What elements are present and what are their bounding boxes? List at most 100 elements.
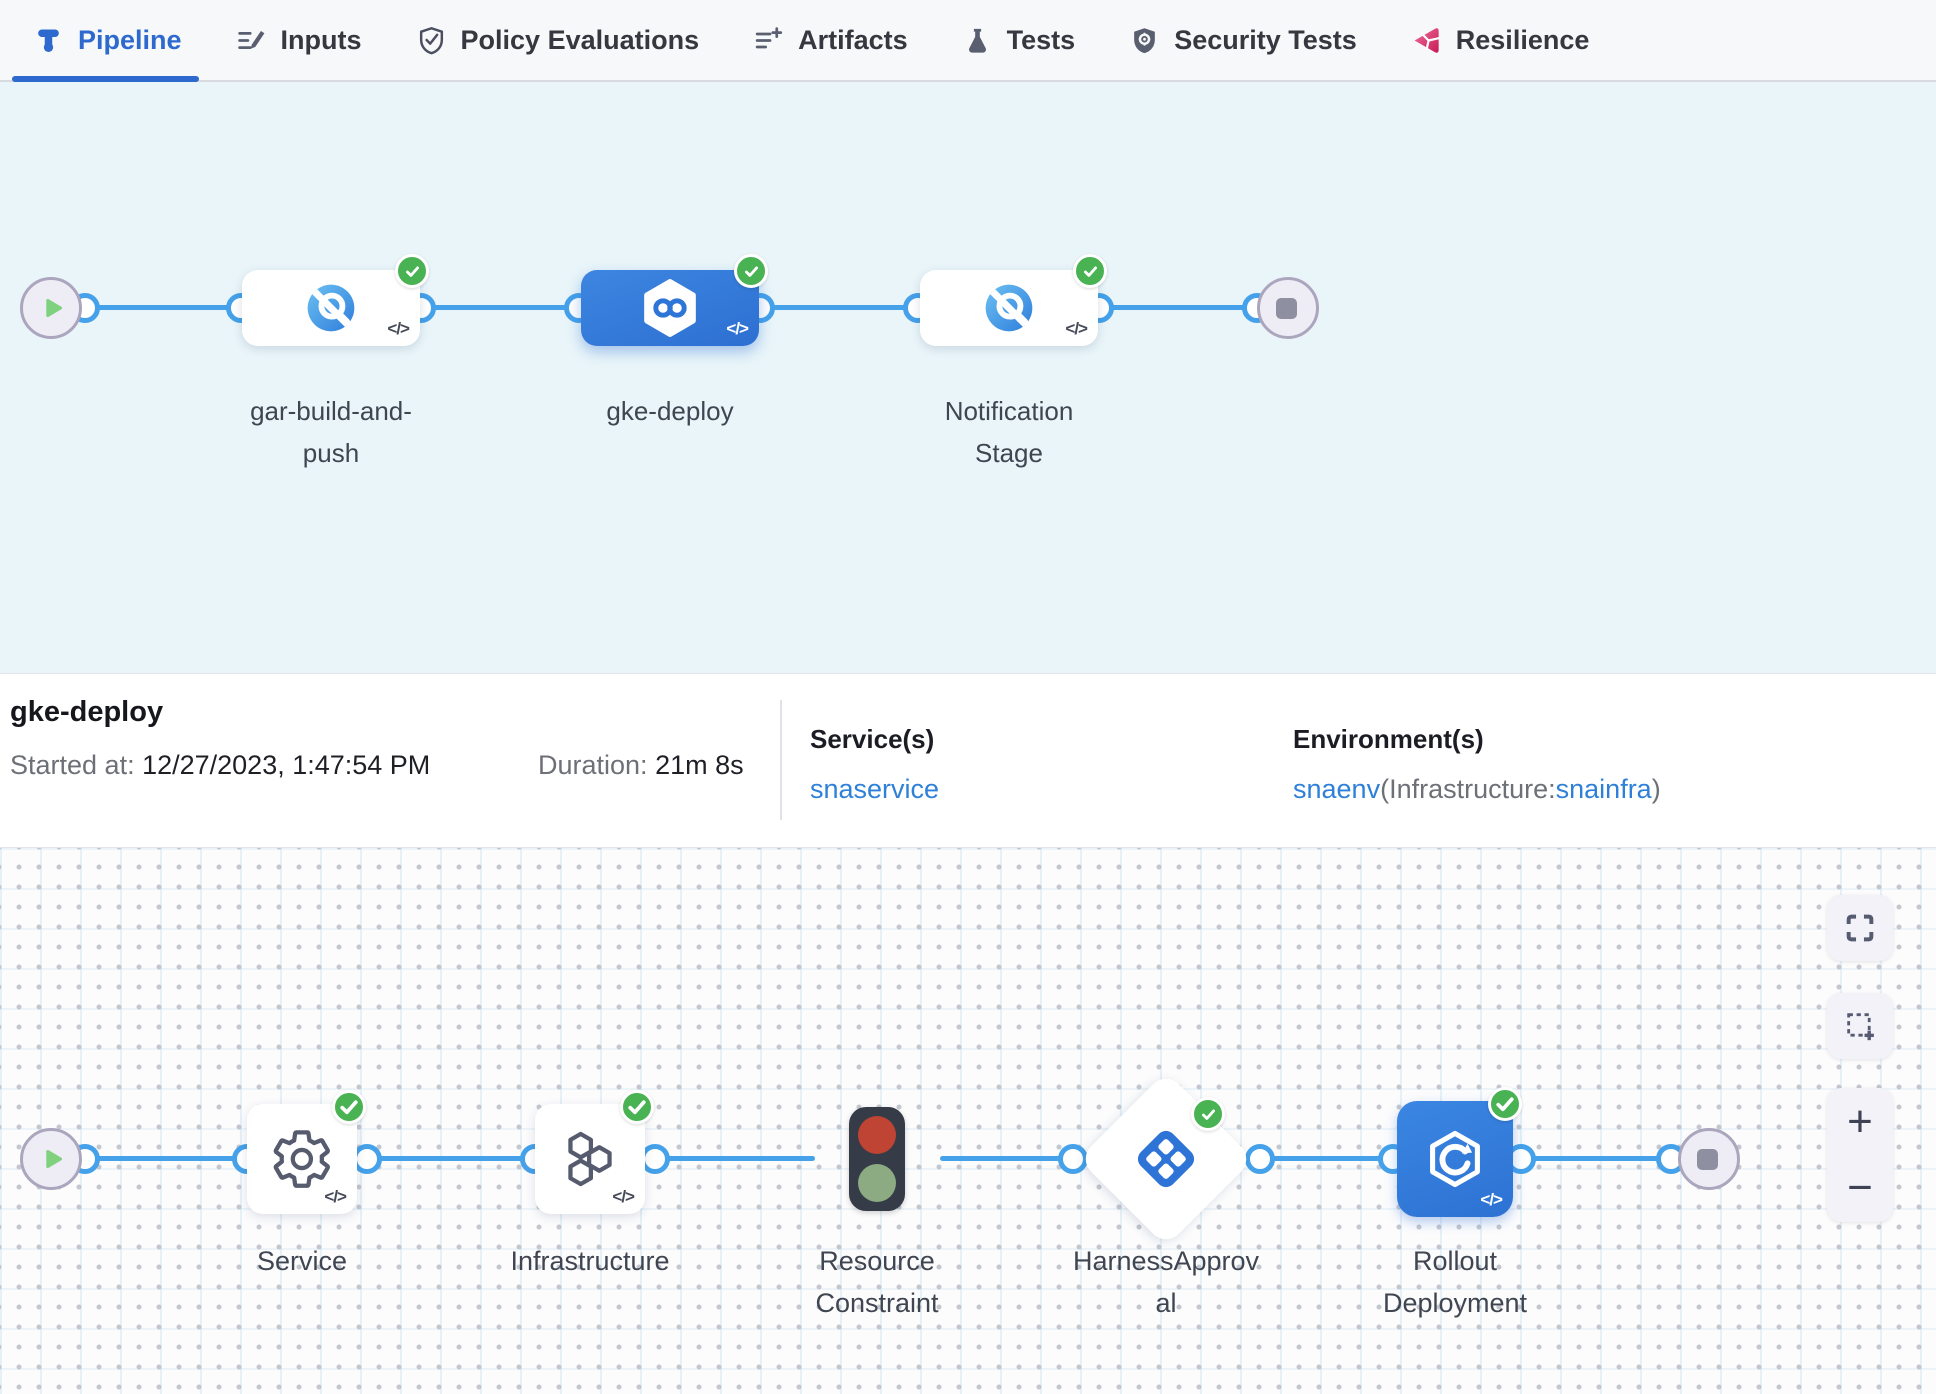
edge-rollout-to-end	[1516, 1156, 1676, 1161]
tab-label: Artifacts	[798, 24, 908, 55]
environments-label: Environment(s)	[1293, 724, 1484, 754]
list-plus-icon	[753, 25, 784, 56]
traffic-light-red	[858, 1116, 896, 1154]
tab-security-tests[interactable]: Security Tests	[1102, 0, 1384, 80]
service-link-row: snaservice	[810, 774, 939, 805]
stage-node-gke-deploy[interactable]: </>	[581, 254, 768, 346]
stop-icon	[1275, 297, 1297, 319]
cd-hexagon-icon	[639, 277, 701, 339]
environment-link[interactable]: snaenv	[1293, 774, 1381, 804]
step-label: Rollout Deployment	[1382, 1246, 1528, 1318]
success-badge	[1073, 254, 1107, 288]
check-icon	[1491, 1072, 1519, 1136]
play-icon	[39, 1145, 67, 1173]
check-icon	[1198, 1104, 1219, 1125]
tab-inputs[interactable]: Inputs	[209, 0, 389, 80]
tab-tests[interactable]: Tests	[935, 0, 1103, 80]
step-node-service[interactable]: </>	[247, 1090, 366, 1214]
end-node	[1257, 277, 1319, 339]
stage-label: gke-deploy	[606, 396, 734, 426]
tab-pipeline[interactable]: Pipeline	[6, 0, 209, 82]
inputs-icon	[236, 25, 267, 56]
flask-icon	[962, 25, 993, 56]
step-label: Infrastructure	[510, 1246, 670, 1276]
zoom-panel: + −	[1827, 1088, 1893, 1222]
marquee-select-icon	[1843, 1009, 1877, 1043]
step-node-harness-approval[interactable]	[1078, 1071, 1254, 1247]
step-node-resource-constraint[interactable]	[849, 1107, 905, 1211]
stage-label: Notification Stage	[944, 396, 1074, 468]
success-badge	[1488, 1087, 1522, 1121]
stage-details-bar: gke-deploy Started at: 12/27/2023, 1:47:…	[0, 673, 1936, 848]
check-icon	[402, 261, 423, 282]
shield-check-icon	[416, 25, 447, 56]
success-badge	[620, 1090, 654, 1124]
edge-service-to-infrastructure	[362, 1156, 540, 1161]
started-at-label: Started at:	[10, 750, 135, 780]
stop-icon	[1696, 1148, 1718, 1170]
gear-icon	[270, 1127, 334, 1191]
end-node	[1678, 1128, 1740, 1190]
rollout-icon	[1423, 1127, 1487, 1191]
edge-start-to-service	[80, 1156, 252, 1161]
chaos-pinwheel-icon	[1411, 25, 1442, 56]
step-label: HarnessApproval	[1072, 1246, 1260, 1318]
zoom-out-button[interactable]: −	[1847, 1163, 1873, 1212]
started-at-value: 12/27/2023, 1:47:54 PM	[134, 750, 431, 780]
stage-label: gar-build-and-push	[250, 396, 412, 468]
tab-label: Resilience	[1455, 24, 1590, 55]
duration-label: Duration:	[538, 750, 656, 780]
stage-node-notification-stage[interactable]: </>	[920, 254, 1107, 346]
code-chip: </>	[612, 1187, 635, 1206]
tab-resilience[interactable]: Resilience	[1384, 0, 1617, 80]
execution-graph-canvas[interactable]: </> </> </	[0, 848, 1936, 1394]
service-link[interactable]: snaservice	[810, 774, 940, 804]
step-node-rollout-deployment[interactable]: </>	[1397, 1087, 1522, 1217]
check-icon	[623, 1075, 651, 1139]
duration-row: Duration: 21m 8s	[538, 750, 744, 781]
start-node	[20, 277, 82, 339]
check-icon	[335, 1075, 363, 1139]
success-badge	[332, 1090, 366, 1124]
tab-label: Pipeline	[78, 24, 182, 55]
step-label: Service	[256, 1246, 348, 1276]
marquee-select-button[interactable]	[1827, 993, 1893, 1059]
edge-build-to-deploy	[416, 305, 584, 310]
start-node	[20, 1128, 82, 1190]
tab-label: Security Tests	[1174, 24, 1357, 55]
stage-graph-canvas[interactable]: </> </> </> gar-build-and-push gke-deplo…	[0, 82, 1936, 673]
edge-deploy-to-notification	[755, 305, 923, 310]
code-chip: </>	[387, 319, 410, 338]
tab-artifacts[interactable]: Artifacts	[726, 0, 935, 80]
code-chip: </>	[1480, 1190, 1503, 1209]
step-node-infrastructure[interactable]: </>	[535, 1090, 654, 1214]
code-chip: </>	[324, 1187, 347, 1206]
check-icon	[1080, 261, 1101, 282]
zoom-in-button[interactable]: +	[1847, 1097, 1873, 1146]
edge-start-to-build	[80, 305, 246, 310]
infrastructure-suffix: )	[1651, 774, 1661, 804]
tab-label: Inputs	[280, 24, 362, 55]
tab-policy-evaluations[interactable]: Policy Evaluations	[389, 0, 727, 80]
play-icon	[39, 294, 67, 322]
shield-gear-icon	[1129, 25, 1160, 56]
code-chip: </>	[726, 319, 749, 338]
infrastructure-link[interactable]: snainfra	[1555, 774, 1652, 804]
services-label: Service(s)	[810, 724, 935, 754]
code-chip: </>	[1065, 319, 1088, 338]
fullscreen-button[interactable]	[1827, 895, 1893, 961]
success-badge	[1191, 1097, 1225, 1131]
stage-node-gar-build-and-push[interactable]: </>	[242, 254, 429, 346]
fullscreen-icon	[1843, 911, 1877, 945]
started-at-row: Started at: 12/27/2023, 1:47:54 PM	[10, 750, 430, 781]
details-divider	[780, 700, 782, 820]
pipeline-icon	[33, 25, 64, 56]
approval-icon	[1131, 1124, 1201, 1194]
edge-approval-to-rollout	[1255, 1156, 1398, 1161]
custom-stage-icon	[981, 280, 1037, 336]
duration-value: 21m 8s	[655, 750, 744, 780]
check-icon	[741, 261, 762, 282]
edge-infrastructure-to-resource-constraint	[650, 1156, 815, 1161]
execution-tabbar: Pipeline Inputs Policy Evaluations Artif…	[0, 0, 1936, 82]
tab-label: Policy Evaluations	[460, 24, 700, 55]
